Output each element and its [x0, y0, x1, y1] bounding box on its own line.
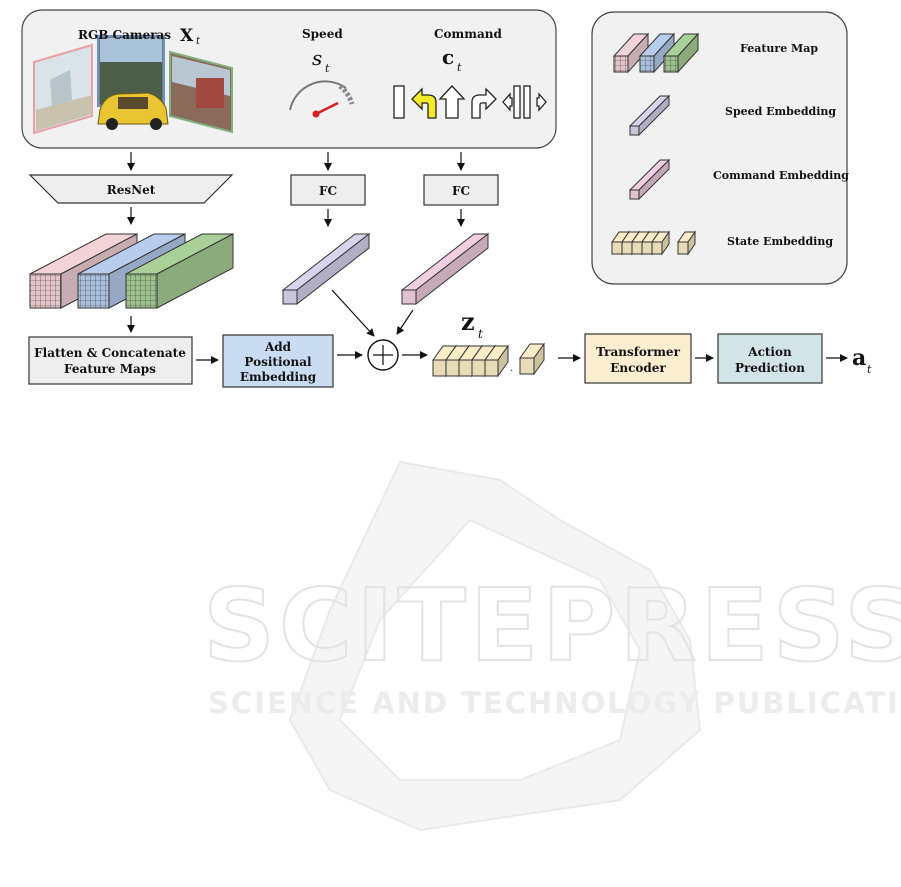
command-embedding-bar	[402, 234, 488, 304]
rgb-cameras-label: RGB Cameras	[78, 28, 171, 42]
legend-feature-green-grid	[664, 56, 678, 72]
legend-state-embedding-icon	[612, 232, 695, 254]
legend-item-feature-map: Feature Map	[740, 42, 818, 55]
fc-command-label: FC	[452, 184, 470, 198]
command-embedding-bar-front	[402, 290, 416, 304]
command-embedding-bar-side	[416, 234, 488, 304]
state-token-2-front	[446, 360, 459, 376]
positional-label-line2: Positional	[244, 355, 312, 369]
command-left-bar-icon	[394, 86, 404, 118]
command-label: Command	[434, 27, 502, 41]
state-subscript: t	[478, 327, 483, 341]
arrow-command-to-plus	[397, 310, 413, 334]
flatten-label-line1: Flatten & Concatenate	[34, 346, 186, 360]
legend-feature-red-grid	[614, 56, 628, 72]
state-token-4-front	[472, 360, 485, 376]
state-token-last	[520, 344, 544, 374]
transformer-label-line2: Encoder	[610, 361, 666, 375]
legend-state-token-4-front	[642, 242, 652, 254]
legend-speed-bar-front	[630, 126, 639, 135]
positional-label-line3: Embedding	[240, 370, 317, 384]
legend-state-token-5-front	[652, 242, 662, 254]
output-subscript: t	[867, 363, 872, 376]
state-token-last-front	[520, 358, 534, 374]
speed-embedding-bar-side	[297, 234, 369, 304]
speed-symbol: s	[312, 46, 322, 70]
legend-command-bar-front	[630, 190, 639, 199]
speed-embedding-bar	[283, 234, 369, 304]
legend-item-command-embedding: Command Embedding	[713, 169, 849, 182]
command-symbol: c	[442, 45, 454, 69]
feature-maps	[30, 234, 233, 308]
positional-label-line1: Add	[264, 340, 292, 354]
feature-map-red-grid	[30, 274, 61, 308]
state-embedding: ·	[433, 344, 544, 377]
command-embedding	[402, 234, 488, 304]
speed-embedding	[283, 234, 369, 304]
legend-state-token-last-front	[678, 242, 688, 254]
flatten-label-line2: Feature Maps	[64, 362, 156, 376]
command-subscript: t	[457, 61, 462, 74]
legend-feature-blue-grid	[640, 56, 654, 72]
action-label-line2: Prediction	[735, 361, 805, 375]
speed-subscript: t	[325, 62, 330, 75]
feature-map-green-grid	[126, 274, 157, 308]
speed-label: Speed	[302, 27, 343, 41]
fc-speed-label: FC	[319, 184, 337, 198]
output-symbol: a	[852, 345, 866, 371]
legend-state-token-2-front	[622, 242, 632, 254]
legend-item-speed-embedding: Speed Embedding	[725, 105, 836, 118]
state-symbol: z	[461, 307, 475, 336]
cameras-symbol: X	[180, 26, 194, 46]
flatten-concatenate-block	[29, 337, 192, 384]
legend-item-state-embedding: State Embedding	[727, 235, 833, 248]
legend-state-token-1-front	[612, 242, 622, 254]
action-label-line1: Action	[747, 345, 792, 359]
arrow-speed-to-plus	[332, 290, 374, 336]
speed-embedding-bar-front	[283, 290, 297, 304]
feature-map-blue-grid	[78, 274, 109, 308]
state-token-5-front	[485, 360, 498, 376]
state-token-1-front	[433, 360, 446, 376]
resnet-label: ResNet	[107, 183, 156, 197]
state-ellipsis: ·	[510, 366, 513, 377]
transformer-label-line1: Transformer	[596, 345, 680, 359]
state-token-3-front	[459, 360, 472, 376]
legend-state-token-3-front	[632, 242, 642, 254]
